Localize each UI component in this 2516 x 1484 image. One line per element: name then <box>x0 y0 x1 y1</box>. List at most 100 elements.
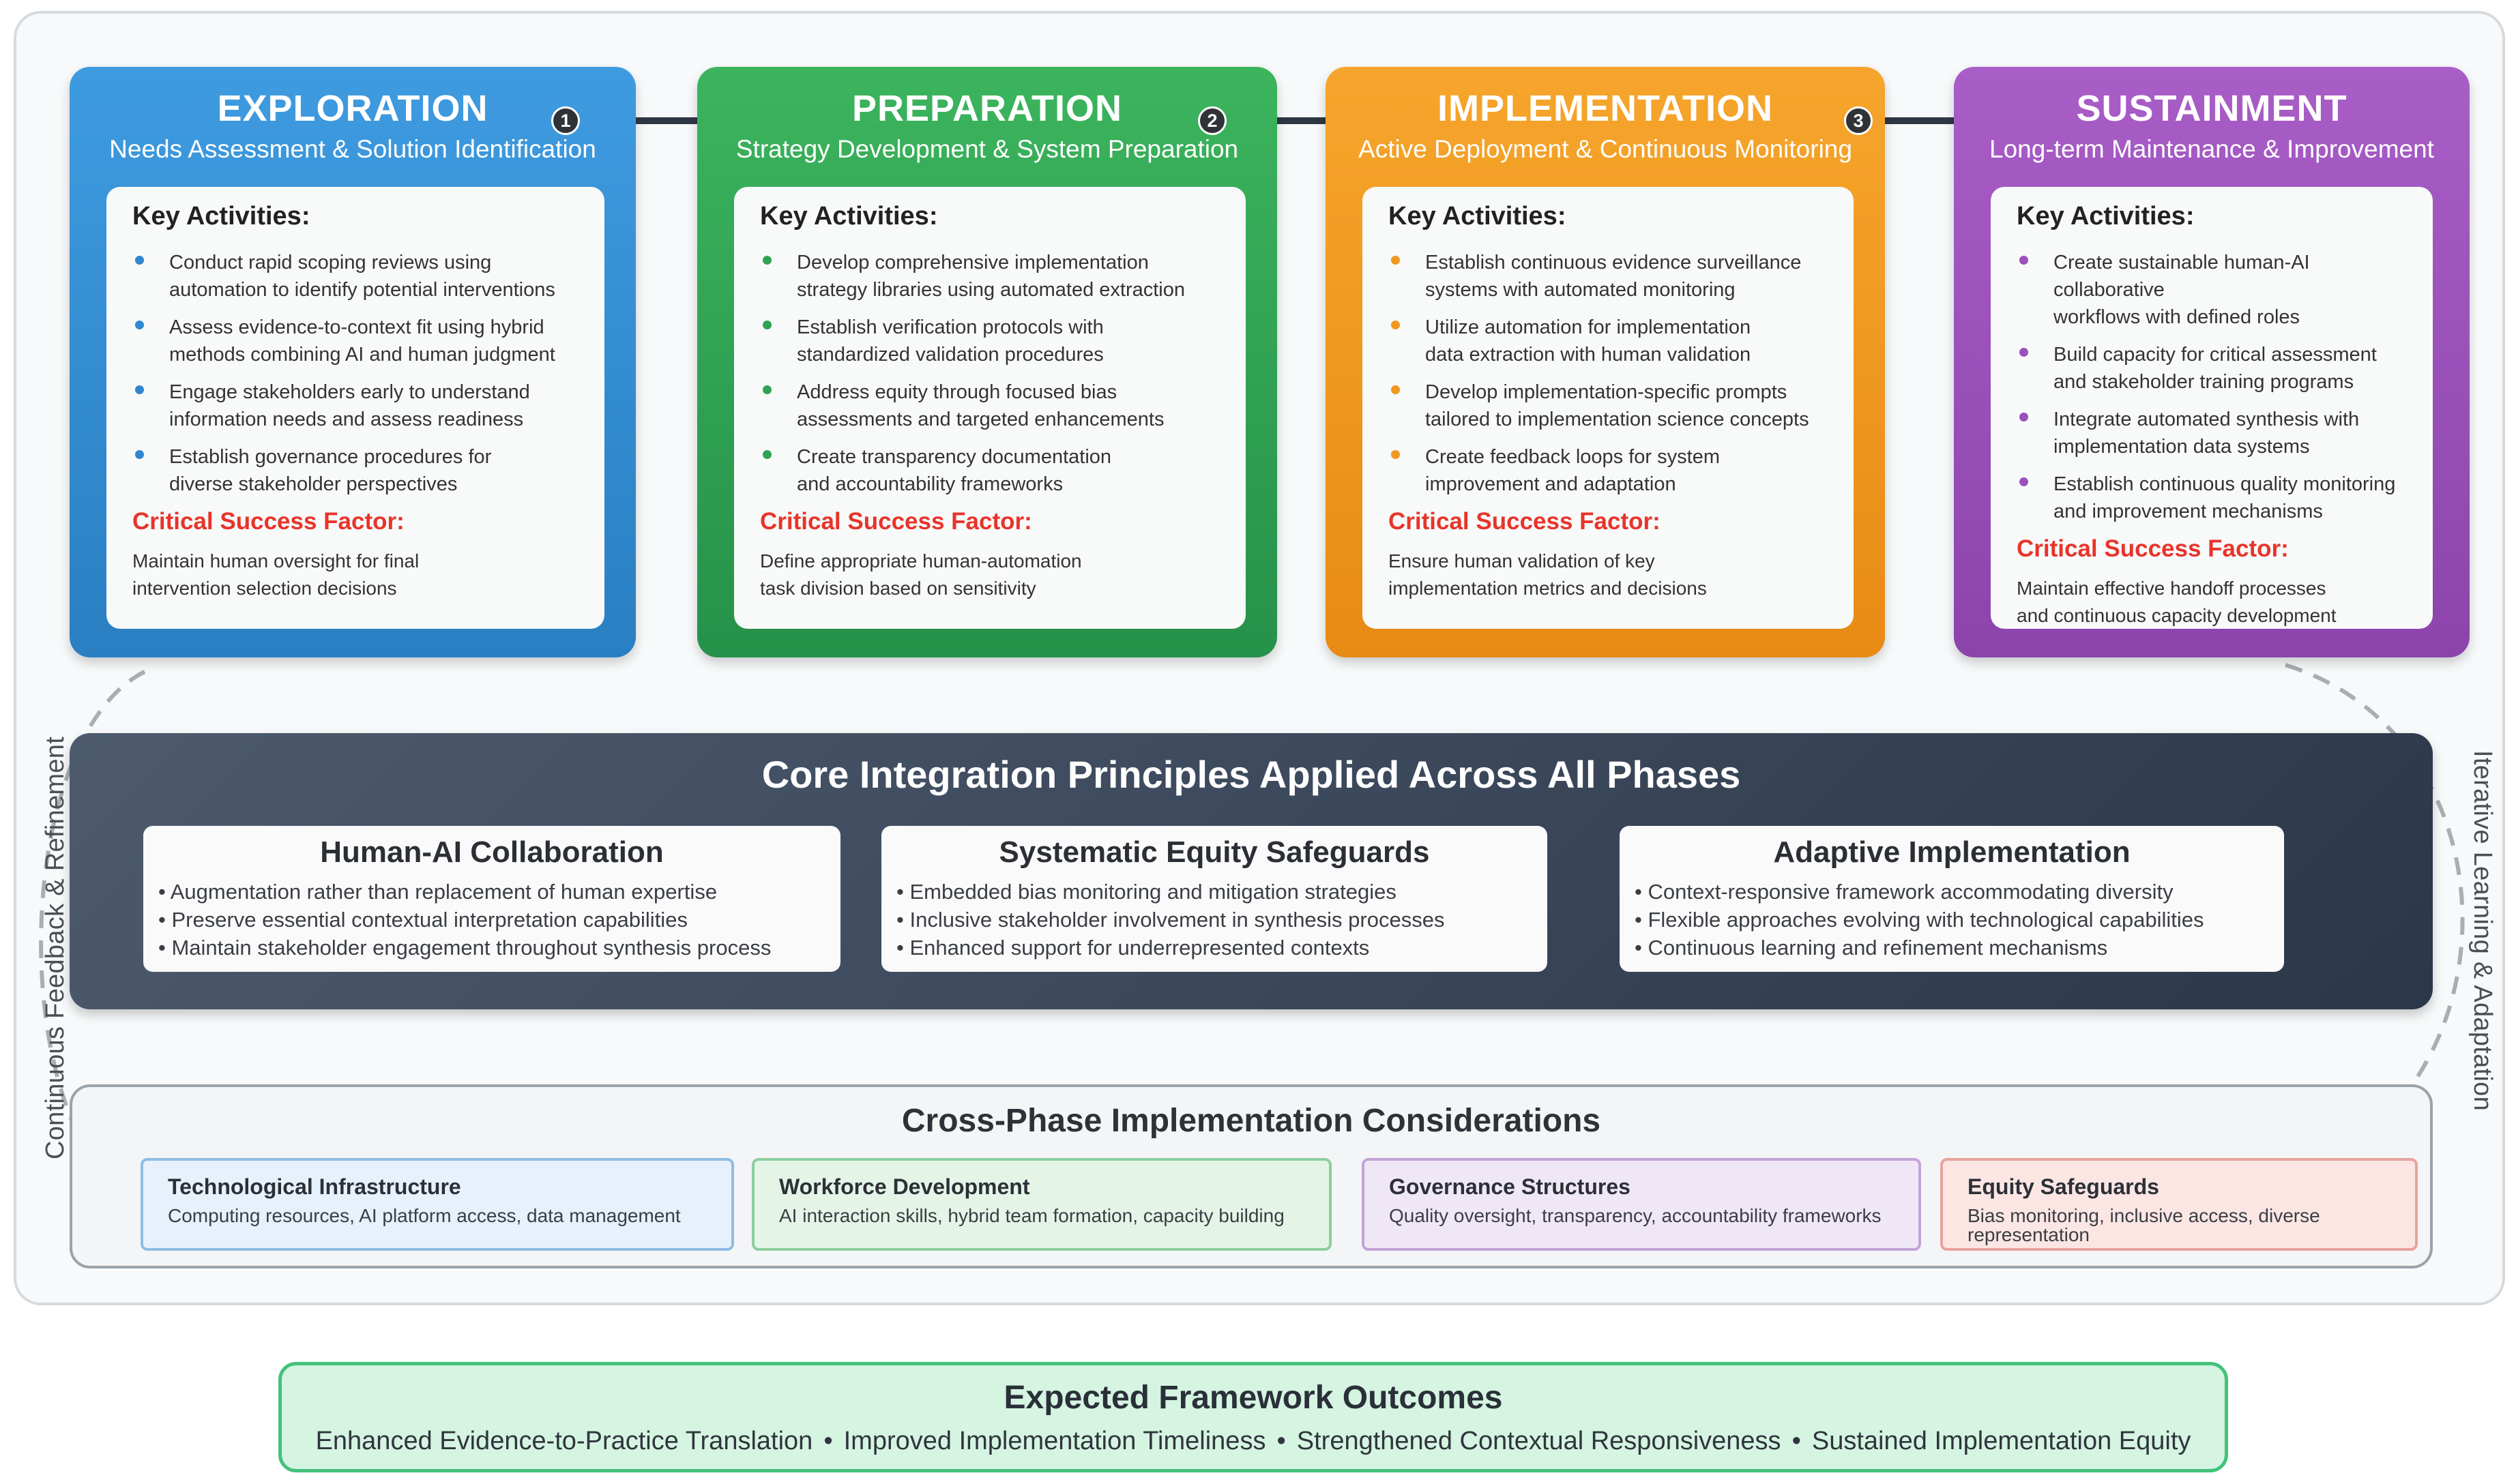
core-principles-title: Core Integration Principles Applied Acro… <box>761 753 1741 796</box>
bullet-icon <box>135 321 144 329</box>
activity-line: Establish verification protocols with <box>797 316 1104 338</box>
csf-line: Define appropriate human-automation <box>760 550 1082 572</box>
critical-success-label: Critical Success Factor: <box>1388 508 1661 535</box>
activity-line: workflows with defined roles <box>2053 306 2300 328</box>
principle-card-adaptive: Adaptive Implementation • Context-respon… <box>1620 826 2284 972</box>
critical-success-text: Maintain effective handoff processes and … <box>2017 575 2408 629</box>
consideration-card-governance: Governance Structures Quality oversight,… <box>1362 1158 1921 1251</box>
activity-item: Build capacity for critical assessment an… <box>2017 341 2408 396</box>
bullet-icon <box>135 450 144 459</box>
key-activities-label: Key Activities: <box>132 202 310 231</box>
principle-card-collaboration: Human-AI Collaboration • Augmentation ra… <box>143 826 840 972</box>
activity-line: and stakeholder training programs <box>2053 371 2354 393</box>
consideration-desc: Computing resources, AI platform access,… <box>168 1205 681 1226</box>
core-principles-panel: Core Integration Principles Applied Acro… <box>70 733 2433 1009</box>
activity-line: diverse stakeholder perspectives <box>169 473 458 495</box>
phase-subtitle: Long-term Maintenance & Improvement <box>1989 135 2434 163</box>
separator-dot: • <box>823 1427 833 1455</box>
activity-line: Build capacity for critical assessment <box>2053 344 2377 366</box>
phase-number-badge: 3 <box>1844 106 1873 135</box>
activity-item: Establish governance procedures for diver… <box>132 443 580 498</box>
activity-line: Integrate automated synthesis with <box>2053 409 2360 430</box>
principle-item: • Context-responsive framework accommoda… <box>1635 880 2174 904</box>
consideration-title: Workforce Development <box>779 1174 1030 1199</box>
phase-title: SUSTAINMENT <box>2076 88 2347 129</box>
activity-line: systems with automated monitoring <box>1425 279 1736 301</box>
principle-item: • Embedded bias monitoring and mitigatio… <box>896 880 1396 904</box>
phase-content-card: Key Activities: Establish continuous evi… <box>1362 187 1854 629</box>
phase-sustainment: SUSTAINMENT Long-term Maintenance & Impr… <box>1954 67 2470 657</box>
activity-item: Engage stakeholders early to understand i… <box>132 379 580 433</box>
outcome-item: Strengthened Contextual Responsiveness <box>1296 1427 1781 1455</box>
bullet-icon <box>2019 413 2028 421</box>
activity-item: Integrate automated synthesis with implem… <box>2017 406 2408 460</box>
phase-connector <box>595 117 718 124</box>
side-label-right: Iterative Learning & Adaptation <box>2468 750 2497 1111</box>
csf-line: implementation metrics and decisions <box>1388 578 1707 599</box>
principle-item: • Inclusive stakeholder involvement in s… <box>896 908 1445 932</box>
side-label-left: Continuous Feedback & Refinement <box>41 736 70 1159</box>
consideration-desc: AI interaction skills, hybrid team forma… <box>779 1205 1285 1226</box>
bullet-icon <box>1391 385 1400 394</box>
bullet-icon <box>763 321 772 329</box>
bullet-icon <box>1391 450 1400 459</box>
activity-line: information needs and assess readiness <box>169 409 524 430</box>
principle-item: • Continuous learning and refinement mec… <box>1635 936 2108 960</box>
phase-exploration: EXPLORATION Needs Assessment & Solution … <box>70 67 636 657</box>
principle-item: • Preserve essential contextual interpre… <box>158 908 688 932</box>
csf-line: Maintain effective handoff processes <box>2017 578 2326 599</box>
outcomes-title: Expected Framework Outcomes <box>1004 1380 1503 1416</box>
phase-subtitle: Active Deployment & Continuous Monitorin… <box>1358 135 1852 163</box>
phase-title: PREPARATION <box>851 88 1122 129</box>
activity-line: Create sustainable human-AI collaborativ… <box>2053 252 2310 301</box>
principle-item: • Maintain stakeholder engagement throug… <box>158 936 772 960</box>
consideration-card-workforce: Workforce Development AI interaction ski… <box>752 1158 1332 1251</box>
key-activities-label: Key Activities: <box>760 202 938 231</box>
activity-line: and improvement mechanisms <box>2053 501 2323 522</box>
consideration-title: Governance Structures <box>1389 1174 1630 1199</box>
activity-item: Establish continuous evidence surveillan… <box>1388 249 1829 303</box>
activity-line: Establish continuous evidence surveillan… <box>1425 252 1802 273</box>
phase-title: EXPLORATION <box>217 88 488 129</box>
activity-line: Establish continuous quality monitoring <box>2053 473 2396 495</box>
bullet-icon <box>135 385 144 394</box>
bullet-icon <box>2019 348 2028 357</box>
consideration-desc: Quality oversight, transparency, account… <box>1389 1205 1882 1226</box>
phase-number-badge: 2 <box>1198 106 1227 135</box>
activity-line: strategy libraries using automated extra… <box>797 279 1186 301</box>
consideration-card-equity: Equity Safeguards Bias monitoring, inclu… <box>1940 1158 2418 1251</box>
consideration-desc: Bias monitoring, inclusive access, diver… <box>1968 1205 2320 1245</box>
outcome-item: Improved Implementation Timeliness <box>843 1427 1266 1455</box>
activity-line: automation to identify potential interve… <box>169 279 555 301</box>
activity-item: Create sustainable human-AI collaborativ… <box>2017 249 2408 331</box>
principle-title: Adaptive Implementation <box>1773 835 2131 869</box>
phase-content-card: Key Activities: Create sustainable human… <box>1991 187 2433 629</box>
csf-line: and continuous capacity development <box>2017 605 2337 626</box>
bullet-icon <box>763 256 772 265</box>
separator-dot: • <box>1791 1427 1801 1455</box>
phase-content-card: Key Activities: Develop comprehensive im… <box>734 187 1246 629</box>
activity-line: Develop implementation-specific prompts <box>1425 381 1787 403</box>
critical-success-label: Critical Success Factor: <box>760 508 1032 535</box>
phase-subtitle: Needs Assessment & Solution Identificati… <box>109 135 596 163</box>
principle-item: • Flexible approaches evolving with tech… <box>1635 908 2204 932</box>
activity-line: Establish governance procedures for <box>169 446 492 468</box>
outcome-item: Sustained Implementation Equity <box>1811 1427 2191 1455</box>
principle-title: Systematic Equity Safeguards <box>999 835 1430 869</box>
activity-line: implementation data systems <box>2053 436 2310 458</box>
bullet-icon <box>135 256 144 265</box>
critical-success-label: Critical Success Factor: <box>132 508 405 535</box>
activity-line: Engage stakeholders early to understand <box>169 381 530 403</box>
activity-line: methods combining AI and human judgment <box>169 344 555 366</box>
expected-outcomes-panel: Expected Framework Outcomes Enhanced Evi… <box>278 1362 2228 1472</box>
key-activities-label: Key Activities: <box>1388 202 1566 231</box>
csf-line: intervention selection decisions <box>132 578 397 599</box>
